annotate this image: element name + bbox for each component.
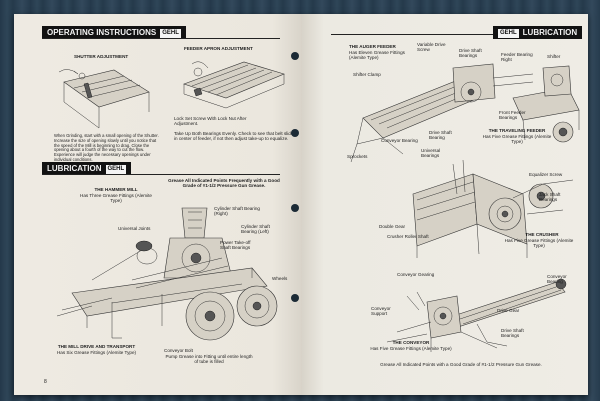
left-header-title: OPERATING INSTRUCTIONS <box>47 28 157 37</box>
left-lubrication-rule <box>42 174 280 175</box>
label-equalizer-screw: Equalizer Screw <box>529 172 563 177</box>
right-header-badge: GEHL <box>498 29 519 38</box>
label-conveyor-bolt: Conveyor Bolt <box>164 348 193 353</box>
page-number: 8 <box>44 379 47 385</box>
shutter-title: SHUTTER ADJUSTMENT <box>74 54 129 59</box>
right-footer-note: Grease All Indicated Points with a Good … <box>380 362 542 367</box>
label-shifter-clamp: Shifter Clamp <box>353 72 381 77</box>
conveyor-drawing <box>386 278 567 352</box>
left-lubrication-title: LUBRICATION <box>47 164 102 173</box>
left-header-badge: GEHL <box>160 29 181 38</box>
label-drive-gear: Drive Gear <box>497 308 520 313</box>
label-pto-shaft: Power Take-off Shaft Bearings <box>220 240 251 251</box>
mill-drive-title: THE MILL DRIVE AND TRANSPORT <box>57 344 136 349</box>
label-jack-shaft: Jack Shaft Bearings <box>539 192 561 203</box>
label-cylinder-right: Cylinder Shaft Bearing (Right) <box>214 206 260 217</box>
label-variable-drive: Variable Drive Screw <box>417 42 446 53</box>
traveling-feeder-title: THE TRAVELING FEEDER <box>488 128 546 133</box>
label-crusher-roller: Crusher Roller Shaft <box>387 234 429 239</box>
crusher-subtitle: Has Five Grease Fittings (Alemite Type) <box>504 238 574 249</box>
right-header-rule <box>331 34 536 35</box>
label-wheels: Wheels <box>272 276 288 281</box>
crusher-drawing <box>412 159 574 258</box>
binder-hole-2 <box>291 129 299 137</box>
label-front-feeder: Front Feeder Bearings <box>499 110 526 121</box>
label-drive-shaft-bearing: Drive Shaft Bearing <box>429 130 452 141</box>
label-conveyor-bearing: Conveyor Bearing <box>381 138 418 143</box>
label-double-gear: Double Gear <box>379 224 406 229</box>
traveling-feeder-subtitle: Has Five Grease Fittings (Alemite Type) <box>482 134 552 145</box>
feeder-apron-title: FEEDER APRON ADJUSTMENT <box>184 46 253 51</box>
auger-feeder-subtitle: Has Eleven Grease Fittings (Alemite Type… <box>349 50 405 61</box>
label-drive-shaft-bearings-2: Drive Shaft Bearings <box>501 328 524 339</box>
label-sprockets: Sprockets <box>347 154 368 159</box>
conveyor-subtitle: Has Five Grease Fittings (Alemite Type) <box>370 346 452 351</box>
shutter-instructions: When Grinding, start with a small openin… <box>54 133 159 162</box>
crusher-title: THE CRUSHER <box>525 232 559 237</box>
hammer-mill-subtitle: Has Three Grease Fittings (Alemite Type) <box>80 193 152 204</box>
feeder-apron-drawing <box>183 61 285 109</box>
conveyor-title: THE CONVEYOR <box>392 340 430 345</box>
label-shifter: Shifter <box>547 54 561 59</box>
lock-set-screw-text: Lock Set Screw With Lock Nut After Adjus… <box>174 116 247 127</box>
binder-hole-3 <box>291 204 299 212</box>
auger-feeder-drawing <box>350 63 580 163</box>
label-universal-joints: Universal Joints <box>118 226 151 231</box>
shutter-drawing <box>58 69 150 129</box>
binder-hole-1 <box>291 52 299 60</box>
label-conveyor-support: Conveyor Support <box>371 306 391 317</box>
left-lubrication-badge: GEHL <box>105 165 127 174</box>
auger-feeder-title: THE AUGER FEEDER <box>349 44 396 49</box>
grease-note: Grease All Indicated Points Frequently w… <box>168 178 280 189</box>
binder-hole-4 <box>291 294 299 302</box>
label-feeder-bearing-right: Feeder Bearing Right <box>501 52 533 63</box>
pump-grease-text: Pump Grease into Fitting until entire le… <box>165 354 253 365</box>
mill-drive-subtitle: Has Six Grease Fittings (Alemite Type) <box>56 350 137 355</box>
label-conveyor-gearing: Conveyor Gearing <box>397 272 435 277</box>
hammer-mill-title: THE HAMMER MILL <box>94 187 138 192</box>
label-universal-bearings: Universal Bearings <box>421 148 441 159</box>
label-drive-shaft-bearings: Drive Shaft Bearings <box>459 48 482 59</box>
left-header-rule <box>42 38 280 39</box>
take-up-bearings-text: Take Up Both Bearings Evenly. Check to s… <box>174 131 296 142</box>
right-header-title: LUBRICATION <box>522 28 578 37</box>
label-conveyor-bearing-2: Conveyor Bearing <box>547 274 567 285</box>
hammer-mill-drawing <box>56 207 278 341</box>
label-cylinder-left: Cylinder Shaft Bearing (Left) <box>241 224 270 235</box>
